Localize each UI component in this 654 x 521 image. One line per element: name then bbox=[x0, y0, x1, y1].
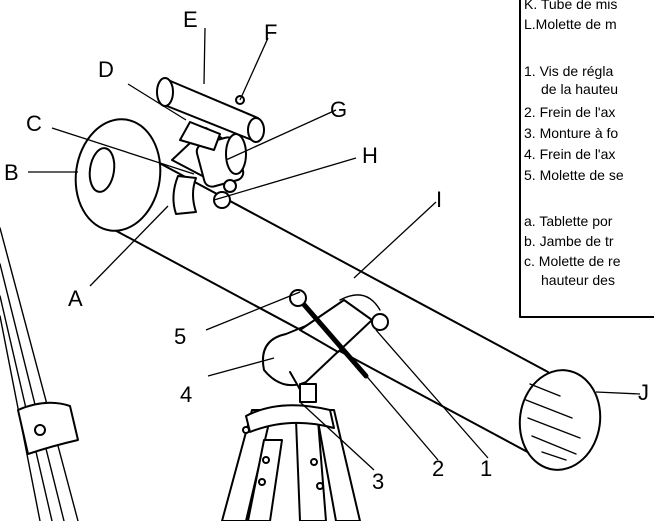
legend-c-line2: hauteur des bbox=[541, 272, 615, 288]
legend-c-line1: c. Molette de re bbox=[524, 253, 621, 269]
leader-lines bbox=[28, 27, 641, 471]
callout-h: H bbox=[362, 143, 378, 168]
legend-k: K. Tube de mis bbox=[524, 0, 617, 12]
callout-1: 1 bbox=[480, 456, 492, 481]
mount-knob bbox=[371, 313, 389, 331]
callout-j: J bbox=[638, 380, 649, 405]
legend-item-1-line1: 1. Vis de régla bbox=[524, 63, 613, 79]
callout-2: 2 bbox=[432, 456, 444, 481]
leg-knob bbox=[34, 424, 46, 436]
telescope-tube bbox=[74, 118, 602, 471]
legend-a: a. Tablette por bbox=[524, 213, 613, 229]
legend-b: b. Jambe de tr bbox=[524, 233, 614, 249]
focus-knob-h bbox=[213, 191, 231, 209]
tripod bbox=[221, 404, 361, 521]
finder-scope bbox=[156, 77, 265, 151]
legend-item-2: 2. Frein de l'ax bbox=[524, 104, 615, 120]
callout-e: E bbox=[183, 7, 198, 32]
callout-a: A bbox=[68, 286, 83, 311]
focus-knob-g bbox=[223, 179, 237, 193]
tube-rear-cap bbox=[518, 369, 602, 471]
callout-4: 4 bbox=[180, 382, 192, 407]
tube-aperture bbox=[88, 147, 116, 193]
callout-b: B bbox=[4, 160, 19, 185]
callout-3: 3 bbox=[372, 469, 384, 494]
legend-item-4: 4. Frein de l'ax bbox=[524, 146, 615, 162]
legend-item-1-line2: de la hauteu bbox=[541, 81, 618, 97]
legend-item-3: 3. Monture à fo bbox=[524, 125, 618, 141]
left-tripod-leg bbox=[0, 227, 79, 521]
callout-5: 5 bbox=[174, 324, 186, 349]
callout-f: F bbox=[264, 20, 277, 45]
legend-item-5: 5. Molette de se bbox=[524, 167, 624, 183]
callout-d: D bbox=[98, 57, 114, 82]
callout-i: I bbox=[436, 187, 442, 212]
callout-g: G bbox=[330, 97, 347, 122]
callout-c: C bbox=[26, 111, 42, 136]
legend-l: L.Molette de m bbox=[524, 16, 617, 32]
tube-front-ring bbox=[74, 118, 162, 232]
legend-box: K. Tube de mis L.Molette de m 1. Vis de … bbox=[519, 0, 654, 318]
